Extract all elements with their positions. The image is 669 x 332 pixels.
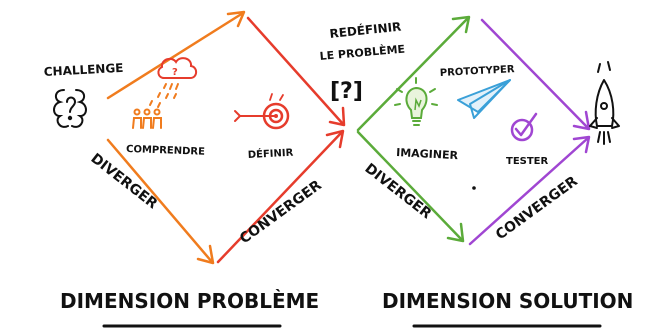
label-prototyper: PROTOTYPER xyxy=(440,64,516,79)
target-arrow-icon xyxy=(234,93,290,130)
arrow-converge-top-left xyxy=(246,16,346,127)
svg-text:?: ? xyxy=(172,67,178,78)
arrow-diverge-down-left xyxy=(106,138,215,265)
label-redefinir-symbol: [?] xyxy=(330,79,363,104)
label-comprendre: COMPRENDRE xyxy=(126,144,205,158)
arrow-converge-top-right xyxy=(480,18,591,131)
arrow-converge-bottom-left xyxy=(216,129,345,264)
label-tester: TESTER xyxy=(506,156,549,167)
cloud-and-people-icon: ? xyxy=(132,57,198,129)
paper-plane-icon xyxy=(457,79,511,119)
label-diverger-right: DIVERGER xyxy=(362,161,435,223)
label-converger-left: CONVERGER xyxy=(237,177,325,247)
title-dimension-solution: DIMENSION SOLUTION xyxy=(382,289,633,313)
arrow-diverge-up-right xyxy=(356,15,471,132)
checkmark-circle-icon xyxy=(510,112,538,142)
title-dimension-probleme: DIMENSION PROBLÈME xyxy=(60,289,319,313)
label-challenge: CHALLENGE xyxy=(43,61,123,79)
brain-bracket-icon xyxy=(53,89,87,128)
label-imaginer: IMAGINER xyxy=(396,146,459,162)
label-redefinir-line1: REDÉFINIR xyxy=(329,19,402,41)
arrow-converge-bottom-right xyxy=(468,135,591,246)
label-redefinir-line2: LE PROBLÈME xyxy=(319,43,405,63)
dot-mark xyxy=(472,186,476,190)
lightbulb-icon xyxy=(394,77,438,126)
arrow-diverge-down-right xyxy=(356,130,465,243)
rocket-icon xyxy=(589,61,620,145)
arrow-diverge-up-left xyxy=(106,10,246,100)
label-definir: DÉFINIR xyxy=(247,146,293,161)
